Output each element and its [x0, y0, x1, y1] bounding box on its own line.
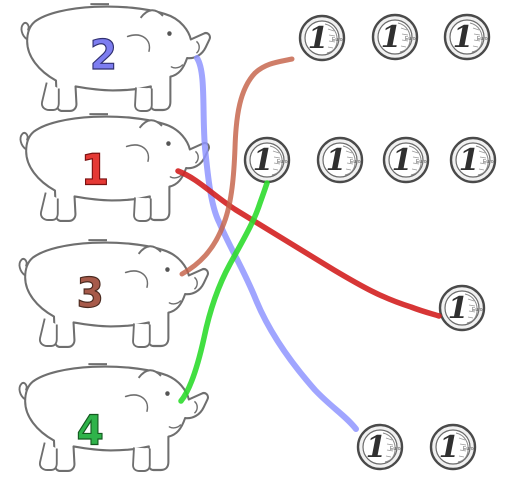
pig-3: 3: [18, 239, 210, 349]
euro-coin-icon: 1 Euro: [438, 284, 486, 332]
match-line-pig-4-green: [178, 180, 270, 404]
coin-currency-label: Euro: [390, 446, 401, 452]
coin-group-bottom-2: 1 Euro 1 Euro: [356, 423, 477, 471]
euro-coin-icon: 1 Euro: [243, 136, 291, 184]
euro-coin-icon: 1 Euro: [443, 13, 491, 61]
coin-currency-label: Euro: [277, 159, 288, 165]
coin-currency-label: Euro: [350, 159, 361, 165]
pig-2: 2: [20, 3, 212, 113]
coin-currency-label: Euro: [472, 307, 483, 313]
coins-area: 1 Euro 1 Euro 1 Euro 1 Euro 1: [243, 13, 497, 471]
pig-number-label: 1: [81, 145, 109, 195]
pig-number-label: 2: [90, 32, 117, 79]
euro-coin-icon: 1 Euro: [371, 13, 419, 61]
coin-currency-label: Euro: [405, 36, 416, 42]
coin-group-row-4: 1 Euro 1 Euro 1 Euro 1 Euro: [243, 136, 497, 184]
coin-value-label: 1: [253, 143, 274, 178]
coin-value-label: 1: [308, 21, 329, 56]
match-line-pig-1-red: [175, 168, 442, 319]
coin-value-label: 1: [459, 143, 480, 178]
coin-currency-label: Euro: [416, 159, 427, 165]
euro-coin-icon: 1 Euro: [356, 423, 404, 471]
coin-value-label: 1: [439, 430, 460, 465]
coin-currency-label: Euro: [477, 36, 488, 42]
pigs-column: 2 1 3 4: [18, 3, 212, 473]
pig-number-label: 3: [77, 270, 104, 317]
pig-1: 1: [19, 113, 211, 223]
coin-value-label: 1: [366, 430, 387, 465]
euro-coin-icon: 1 Euro: [449, 136, 497, 184]
coin-currency-label: Euro: [483, 159, 494, 165]
coin-value-label: 1: [381, 20, 402, 55]
euro-coin-icon: 1 Euro: [298, 14, 346, 62]
pig-4: 4: [18, 363, 210, 473]
euro-coin-icon: 1 Euro: [382, 136, 430, 184]
coin-currency-label: Euro: [332, 37, 343, 43]
coin-value-label: 1: [448, 291, 469, 326]
coin-value-label: 1: [326, 143, 347, 178]
pig-number-label: 4: [77, 408, 104, 455]
match-line-pig-2-blue: [194, 55, 359, 432]
coin-value-label: 1: [392, 143, 413, 178]
match-line-pig-3-brown: [179, 56, 295, 277]
coin-group-top-3: 1 Euro 1 Euro 1 Euro: [298, 13, 491, 62]
matching-lines: [175, 55, 442, 432]
euro-coin-icon: 1 Euro: [429, 423, 477, 471]
coin-group-single: 1 Euro: [438, 284, 486, 332]
coin-value-label: 1: [453, 20, 474, 55]
euro-coin-icon: 1 Euro: [316, 136, 364, 184]
coin-currency-label: Euro: [463, 446, 474, 452]
